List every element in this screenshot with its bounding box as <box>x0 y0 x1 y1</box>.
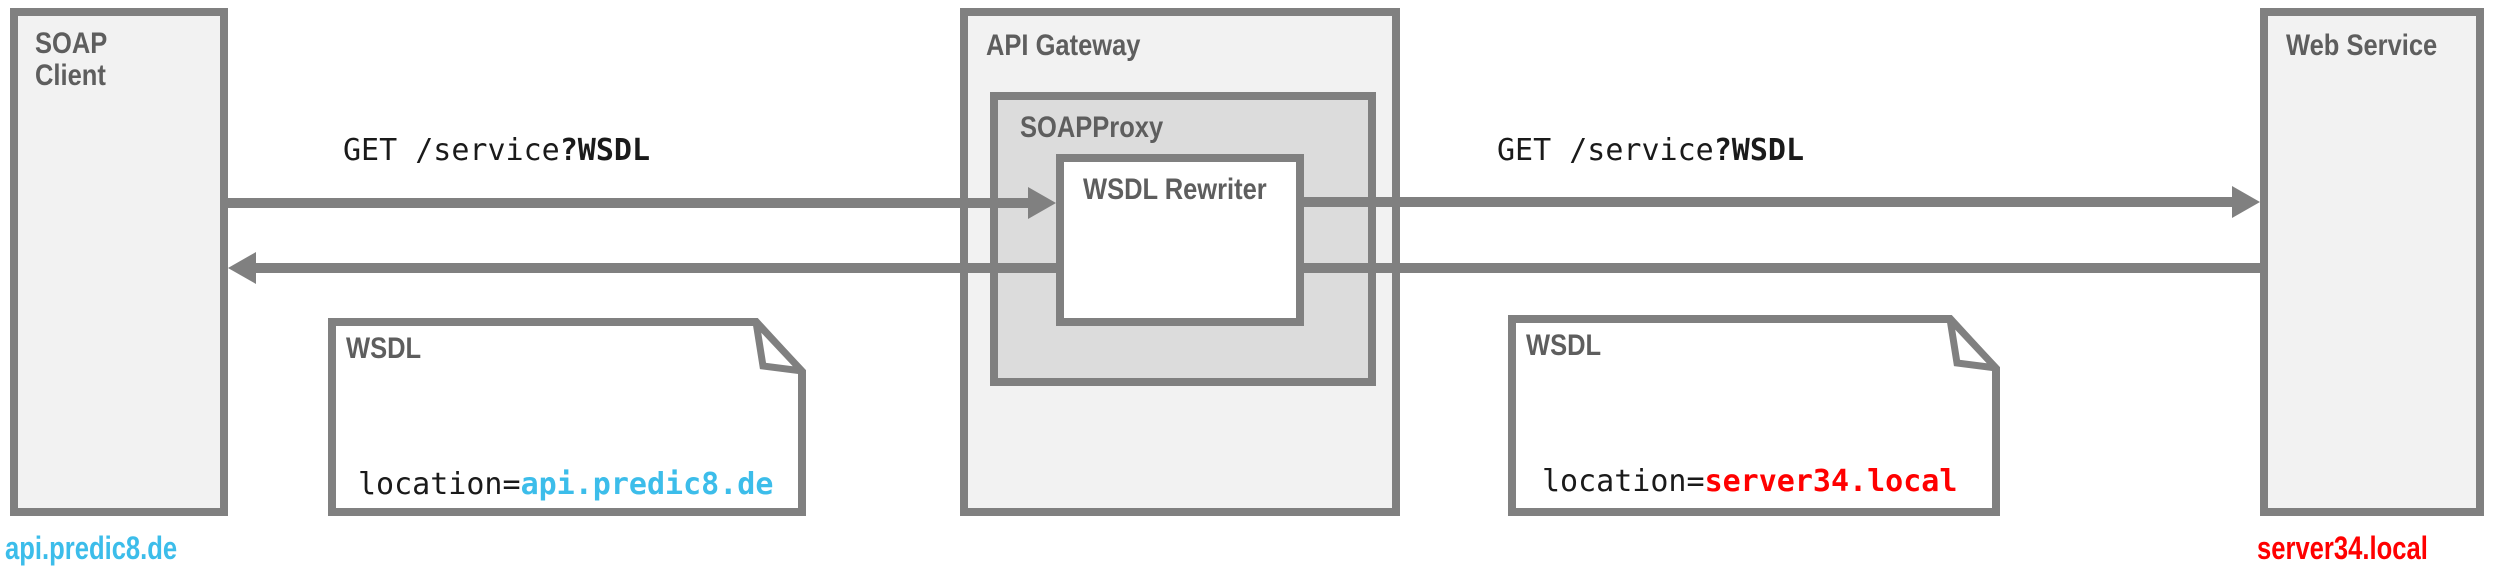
web-service-box: Web Service <box>2260 8 2484 516</box>
wsdl-note-right-body: location=server34.local <box>1542 467 1957 497</box>
request-line-client-to-rewriter <box>228 198 1030 208</box>
wsdl-rewriter-title: WSDL Rewriter <box>1083 173 1267 206</box>
wsdl-rewriter-box: WSDL Rewriter <box>1056 154 1304 326</box>
soap-client-box: SOAP Client <box>10 8 228 516</box>
wsdl-note-right-title: WSDL <box>1526 329 1602 362</box>
soap-proxy-title: SOAPProxy <box>1020 111 1164 144</box>
request-label-left: GET /service?WSDL <box>343 136 650 166</box>
location-prefix: location= <box>1542 464 1705 499</box>
wsdl-note-rewritten: WSDL location=api.predic8.de <box>328 318 806 516</box>
api-gateway-title: API Gateway <box>986 29 1141 62</box>
client-host-label: api.predic8.de <box>5 530 178 566</box>
wsdl-note-left-title: WSDL <box>346 332 422 365</box>
request-line-rewriter-to-service <box>1304 197 2234 207</box>
request-left-wsdl-suffix: ?WSDL <box>559 133 651 168</box>
location-prefix: location= <box>358 467 521 502</box>
location-value-public: api.predic8.de <box>520 467 774 502</box>
request-right-wsdl-suffix: ?WSDL <box>1713 133 1805 168</box>
request-label-right: GET /service?WSDL <box>1497 136 1804 166</box>
soap-client-title-line1: SOAP <box>35 27 108 60</box>
soap-client-title: SOAP Client <box>35 28 107 92</box>
document-dogear-icon <box>328 318 806 516</box>
response-arrowhead-into-client-icon <box>228 252 256 284</box>
soap-client-title-line2: Client <box>35 59 106 92</box>
request-left-prefix: GET /service <box>343 133 560 168</box>
document-dogear-icon <box>1508 315 2000 516</box>
wsdl-note-left-body: location=api.predic8.de <box>358 470 773 500</box>
wsdl-note-original: WSDL location=server34.local <box>1508 315 2000 516</box>
web-service-title: Web Service <box>2286 29 2438 62</box>
request-arrowhead-into-rewriter-icon <box>1028 187 1056 219</box>
location-value-internal: server34.local <box>1704 464 1958 499</box>
request-arrowhead-into-service-icon <box>2232 186 2260 218</box>
request-right-prefix: GET /service <box>1497 133 1714 168</box>
service-host-label: server34.local <box>2257 530 2428 566</box>
